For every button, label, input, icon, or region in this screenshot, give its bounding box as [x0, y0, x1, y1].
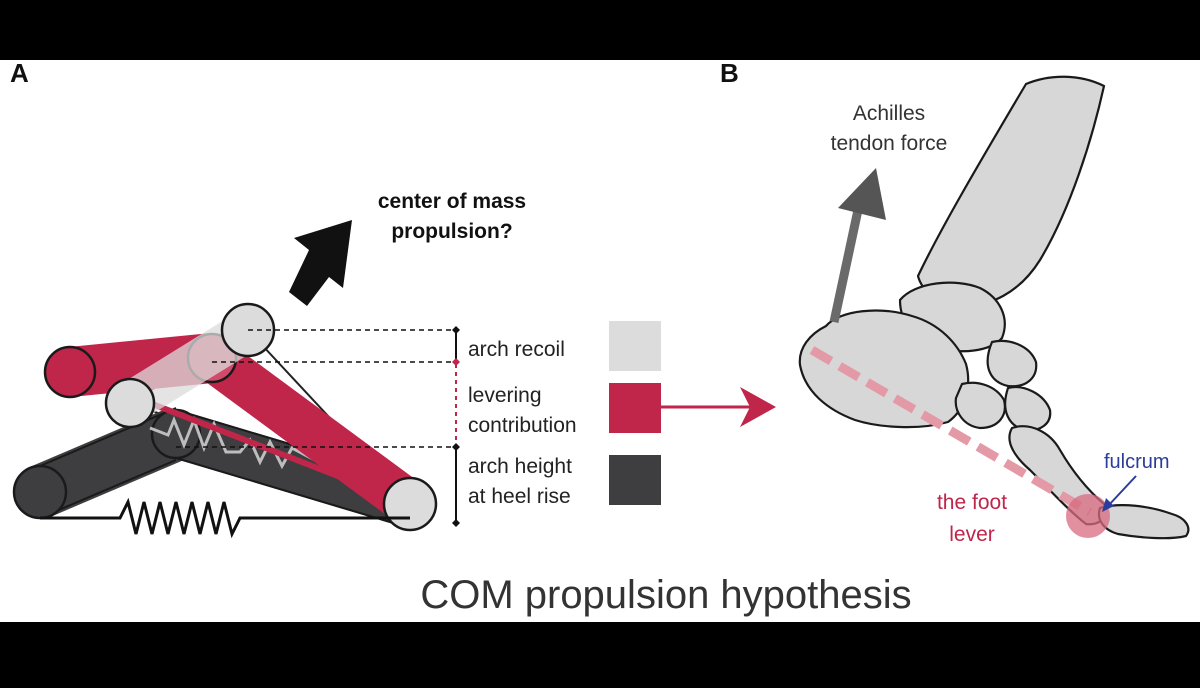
- legend-levering-line2: contribution: [468, 414, 577, 437]
- legend-levering-line1: levering: [468, 384, 542, 407]
- cuneiform-bone: [1004, 386, 1052, 432]
- achilles-label-line1: Achilles: [853, 102, 925, 125]
- achilles-label-line2: tendon force: [831, 132, 948, 155]
- height-measure-bar: [452, 326, 460, 527]
- cuboid-bone: [954, 381, 1006, 430]
- tibia-bone: [916, 75, 1106, 308]
- com-label-line2: propulsion?: [391, 220, 512, 243]
- fulcrum-arrow: [1102, 475, 1137, 512]
- dark-truss: [12, 407, 417, 529]
- legend-arch-recoil: arch recoil: [468, 338, 565, 361]
- foot-lever-label-line2: lever: [949, 523, 995, 546]
- foot-skeleton: [798, 75, 1190, 540]
- com-propulsion-arrow: [289, 220, 352, 306]
- dark-truss-spring: [149, 415, 399, 506]
- com-propulsion-figure: A center of mass propulsion?: [10, 60, 1190, 617]
- light-heel-joint: [104, 377, 156, 429]
- light-truss: [104, 302, 276, 429]
- bottom-spring: [40, 497, 410, 539]
- figure-panel: A center of mass propulsion?: [0, 60, 1200, 622]
- com-label-line1: center of mass: [378, 190, 526, 213]
- toe-phalanges: [1097, 504, 1190, 540]
- figure-title: COM propulsion hypothesis: [420, 573, 911, 617]
- forefoot-joint: [382, 476, 438, 532]
- crimson-heel-joint: [43, 345, 97, 399]
- achilles-force-arrow: [829, 168, 886, 323]
- panel-a-letter: A: [10, 60, 29, 88]
- height-reference-lines: [176, 329, 456, 448]
- legend-arch-height-line1: arch height: [468, 455, 572, 478]
- legend-swatch-dark: [609, 455, 661, 505]
- foot-lever-line: [809, 346, 1093, 516]
- navicular-bone: [986, 339, 1038, 388]
- legend-swatch-light: [609, 321, 661, 371]
- levering-arrow: [661, 387, 776, 427]
- legend-arch-height-line2: at heel rise: [468, 485, 571, 508]
- legend-swatch-crimson: [609, 383, 661, 433]
- fulcrum-circle: [1066, 494, 1110, 538]
- foot-lever-label-line1: the foot: [937, 491, 1007, 514]
- calcaneus-bone: [798, 309, 970, 429]
- fulcrum-label: fulcrum: [1104, 451, 1170, 473]
- panel-b-letter: B: [720, 60, 739, 88]
- dark-heel-joint: [12, 464, 68, 520]
